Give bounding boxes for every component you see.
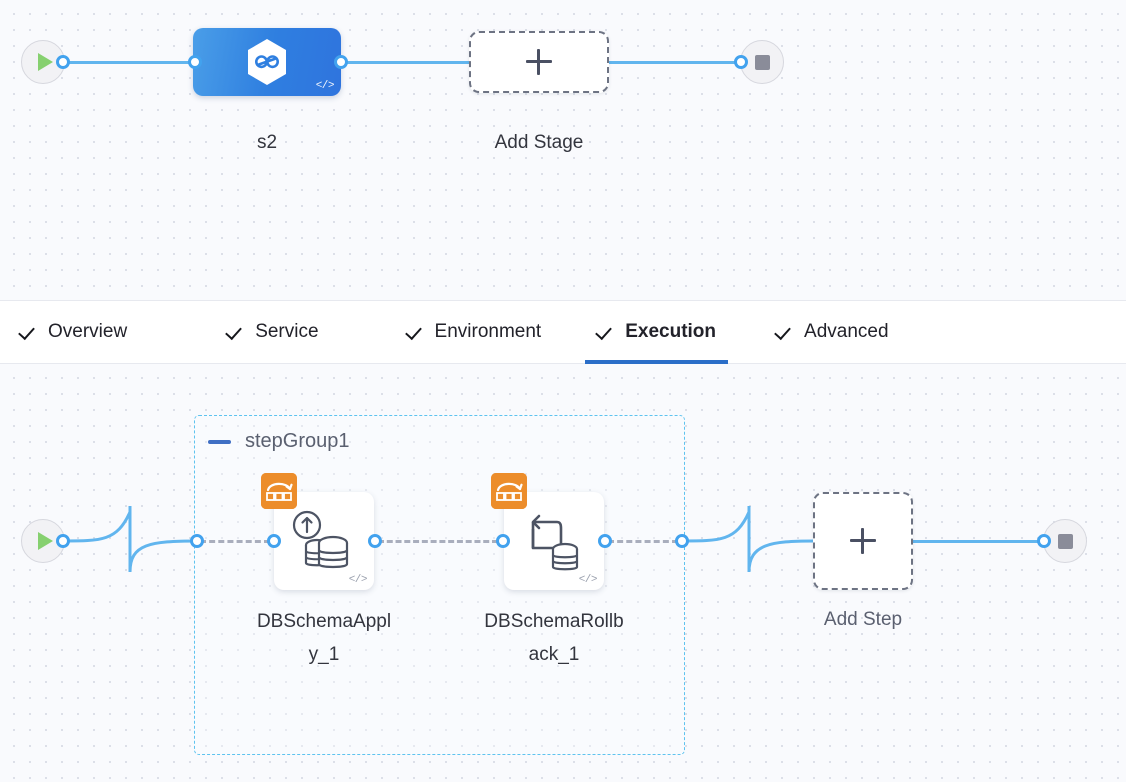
link-step1-to-step2 (378, 540, 498, 543)
step2-code-badge[interactable]: </> (578, 574, 598, 586)
minus-icon[interactable] (208, 439, 231, 444)
pipeline-end-port[interactable] (734, 55, 748, 69)
link-step2-to-group-out (608, 540, 678, 543)
stop-icon (754, 54, 770, 70)
tab-service[interactable]: Service (227, 301, 318, 363)
step-node-dbschemaapply[interactable]: </> (261, 473, 374, 590)
database-apply-icon (287, 508, 361, 578)
execution-canvas[interactable]: stepGroup1 (0, 364, 1126, 782)
link-s2-to-add-stage (344, 60, 470, 64)
check-icon (597, 324, 614, 341)
link-group-to-add-step (681, 506, 815, 573)
step-group-header[interactable]: stepGroup1 (208, 430, 350, 453)
execution-start-node[interactable] (21, 519, 65, 563)
plus-icon (850, 528, 876, 554)
step2-label-line2: ack_1 (528, 644, 580, 665)
step1-output-port[interactable] (368, 534, 382, 548)
group-output-port[interactable] (675, 534, 689, 548)
group-input-port[interactable] (190, 534, 204, 548)
database-rollback-icon (517, 508, 591, 578)
step2-label: DBSchemaRollb ack_1 (459, 605, 649, 671)
step-group-container[interactable] (194, 415, 685, 755)
step1-label: DBSchemaAppl y_1 (229, 605, 419, 671)
stage-node-s2[interactable]: </> (193, 28, 341, 96)
stage-s2-label: s2 (256, 132, 278, 153)
step2-label-line1: DBSchemaRollb (484, 611, 624, 632)
s2-output-port[interactable] (334, 55, 348, 69)
check-icon (776, 324, 793, 341)
s2-input-port[interactable] (188, 55, 202, 69)
stop-icon (1057, 533, 1073, 549)
step1-code-badge[interactable]: </> (348, 574, 368, 586)
db-migration-icon (491, 473, 527, 509)
execution-start-port[interactable] (56, 534, 70, 548)
step1-label-line1: DBSchemaAppl (256, 611, 392, 632)
step-group-title: stepGroup1 (245, 430, 350, 452)
stage-canvas[interactable]: </> s2 Add Stage (0, 0, 1126, 300)
step1-label-line2: y_1 (308, 644, 340, 665)
pipeline-start-port[interactable] (56, 55, 70, 69)
add-stage-button[interactable] (469, 31, 609, 93)
link-start-to-group (62, 506, 199, 573)
tab-environment[interactable]: Environment (407, 301, 542, 363)
link-group-to-step1 (200, 540, 270, 543)
check-icon (20, 324, 37, 341)
stage-code-badge[interactable]: </> (315, 80, 335, 92)
check-icon (227, 324, 244, 341)
step-node-dbschemarollback[interactable]: </> (491, 473, 604, 590)
add-step-label: Add Step (823, 609, 903, 630)
plus-icon (526, 49, 552, 75)
tab-overview[interactable]: Overview (20, 301, 127, 363)
step2-output-port[interactable] (598, 534, 612, 548)
tab-execution-label: Execution (625, 321, 717, 342)
db-migration-icon (261, 473, 297, 509)
stage-config-tabs: Overview Service Environment Execution A… (0, 300, 1126, 364)
tab-environment-label: Environment (434, 321, 542, 342)
add-stage-label: Add Stage (494, 132, 584, 153)
link-add-stage-to-end (608, 60, 748, 64)
play-icon (37, 53, 53, 71)
link-start-to-s2 (66, 60, 198, 64)
tab-execution[interactable]: Execution (585, 301, 728, 364)
tab-advanced-label: Advanced (804, 321, 889, 342)
step2-input-port[interactable] (496, 534, 510, 548)
check-icon (407, 324, 424, 341)
harness-hexagon-icon (245, 38, 289, 86)
add-step-button[interactable] (813, 492, 913, 590)
tab-overview-label: Overview (48, 321, 128, 342)
step1-input-port[interactable] (267, 534, 281, 548)
play-icon (37, 532, 53, 550)
tab-advanced[interactable]: Advanced (776, 301, 889, 363)
link-add-step-to-end (912, 539, 1042, 543)
tab-service-label: Service (255, 321, 319, 342)
execution-end-port[interactable] (1037, 534, 1051, 548)
